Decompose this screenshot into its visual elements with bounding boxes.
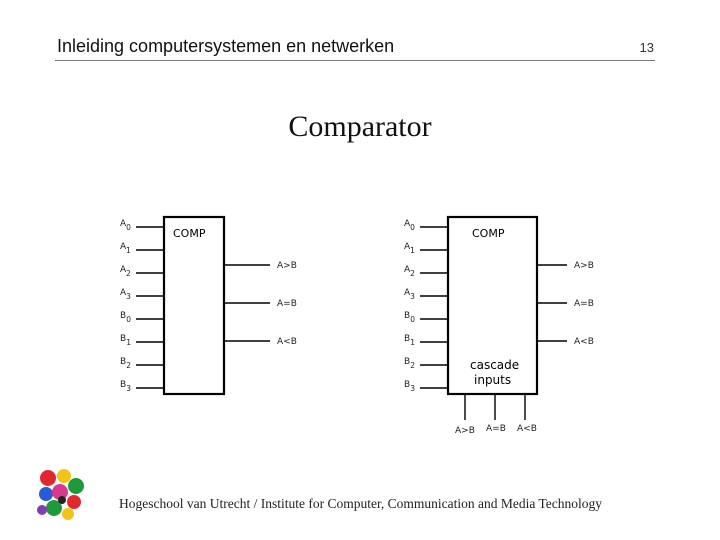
input-label-a1: A1 xyxy=(404,242,415,255)
input-label-b1: B1 xyxy=(120,334,131,347)
cascade-input-lines xyxy=(464,394,526,420)
input-label-a3: A3 xyxy=(404,288,415,301)
input-label-a3: A3 xyxy=(120,288,131,301)
comp-block xyxy=(162,215,226,396)
comparator-left: COMP A0 A1 A2 A3 B0 B1 B2 B3 xyxy=(120,215,297,396)
input-label-a2: A2 xyxy=(404,265,415,278)
cascade-label-greater: A>B xyxy=(455,426,475,436)
input-label-b0: B0 xyxy=(404,311,415,324)
footer-text: Hogeschool van Utrecht / Institute for C… xyxy=(119,496,603,511)
comp-block xyxy=(446,215,539,396)
input-label-a1: A1 xyxy=(120,242,131,255)
header-title: Inleiding computersystemen en netwerken xyxy=(57,36,395,56)
header-divider xyxy=(55,60,655,61)
input-lines xyxy=(420,226,448,389)
output-label-less: A<B xyxy=(574,337,594,347)
slide-title: Comparator xyxy=(288,110,432,143)
input-label-b3: B3 xyxy=(404,380,415,393)
institute-logo xyxy=(37,469,84,520)
output-label-less: A<B xyxy=(277,337,297,347)
input-label-a2: A2 xyxy=(120,265,131,278)
input-lines xyxy=(136,226,164,389)
input-label-b3: B3 xyxy=(120,380,131,393)
comparator-right: COMP A0 A1 A2 A3 B0 B1 B2 B3 A>B xyxy=(404,215,594,436)
input-label-b2: B2 xyxy=(120,357,131,370)
page-number: 13 xyxy=(639,40,654,55)
comp-label: COMP xyxy=(472,227,505,240)
input-label-a0: A0 xyxy=(120,219,131,232)
cascade-inputs-label: inputs xyxy=(474,373,511,387)
output-label-greater: A>B xyxy=(574,261,594,271)
cascade-label: cascade xyxy=(470,358,519,372)
cascade-label-less: A<B xyxy=(517,424,537,434)
cascade-label-equal: A=B xyxy=(486,424,506,434)
input-label-b2: B2 xyxy=(404,357,415,370)
output-label-equal: A=B xyxy=(574,299,594,309)
output-label-greater: A>B xyxy=(277,261,297,271)
input-label-a0: A0 xyxy=(404,219,415,232)
output-lines xyxy=(224,264,270,342)
input-label-b0: B0 xyxy=(120,311,131,324)
comp-label: COMP xyxy=(173,227,206,240)
output-label-equal: A=B xyxy=(277,299,297,309)
input-label-b1: B1 xyxy=(404,334,415,347)
output-lines xyxy=(537,264,567,342)
